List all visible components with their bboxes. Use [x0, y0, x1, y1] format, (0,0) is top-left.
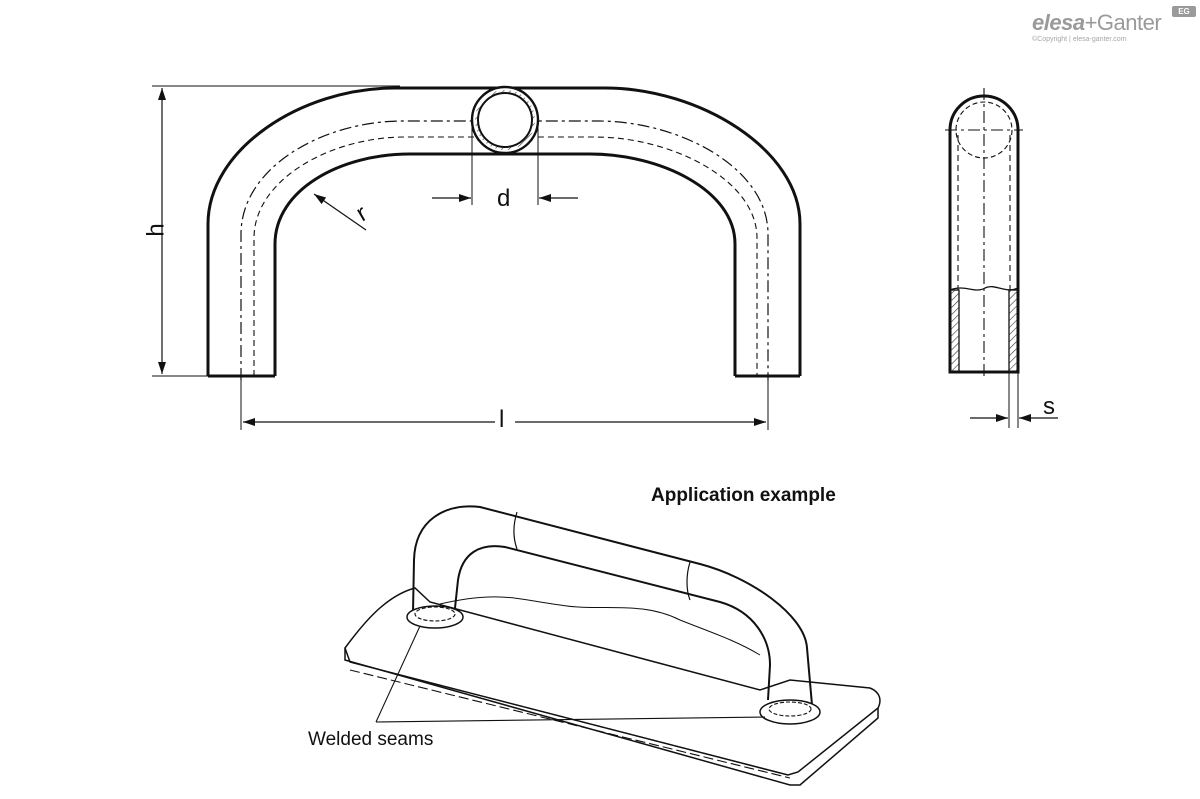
handle-centerline [240, 120, 769, 380]
weld-right-outer [759, 699, 821, 725]
plate-lower-hidden-edge [349, 669, 791, 779]
tube-section-inner [477, 92, 533, 148]
weld-leader-left [375, 625, 421, 723]
brand-badge: EG [1172, 6, 1196, 17]
brand-name-part2: +Ganter [1084, 10, 1162, 35]
weld-leader-right [375, 716, 766, 723]
brand-wordmark: elesa+Ganter [1032, 10, 1162, 36]
wall-section-right [1008, 289, 1019, 373]
welded-seams-label: Welded seams [308, 729, 434, 750]
application-illustration [344, 505, 881, 786]
label-h: h [142, 223, 170, 237]
label-s: s [1043, 393, 1055, 420]
handle-3d-seam-2 [686, 561, 691, 601]
weld-left-inner [414, 606, 456, 622]
handle-3d-seam-1 [513, 511, 518, 550]
r-leader [313, 193, 367, 231]
handle-inner-outline [273, 152, 737, 376]
section-break-line [949, 286, 1019, 291]
wall-section-left [949, 289, 960, 373]
plate-surface-wave [439, 596, 761, 656]
plate-hidden-top-edge [349, 661, 789, 776]
brand-name-part1: elesa [1032, 10, 1085, 35]
brand-logo: elesa+Ganter ©Copyright | elesa-ganter.c… [1032, 6, 1198, 50]
brand-copyright: ©Copyright | elesa-ganter.com [1032, 36, 1127, 43]
application-title: Application example [651, 485, 836, 506]
side-outline [948, 94, 1020, 374]
plate-top [344, 587, 881, 776]
label-l: l [499, 406, 505, 433]
side-view [945, 88, 1058, 428]
front-view [152, 85, 802, 430]
handle-3d-inner [454, 545, 772, 701]
label-d: d [497, 185, 511, 212]
handle-3d-outer [412, 505, 813, 706]
plate-front-edge [344, 648, 879, 786]
weld-right-inner [768, 701, 812, 717]
weld-left-outer [406, 605, 464, 629]
